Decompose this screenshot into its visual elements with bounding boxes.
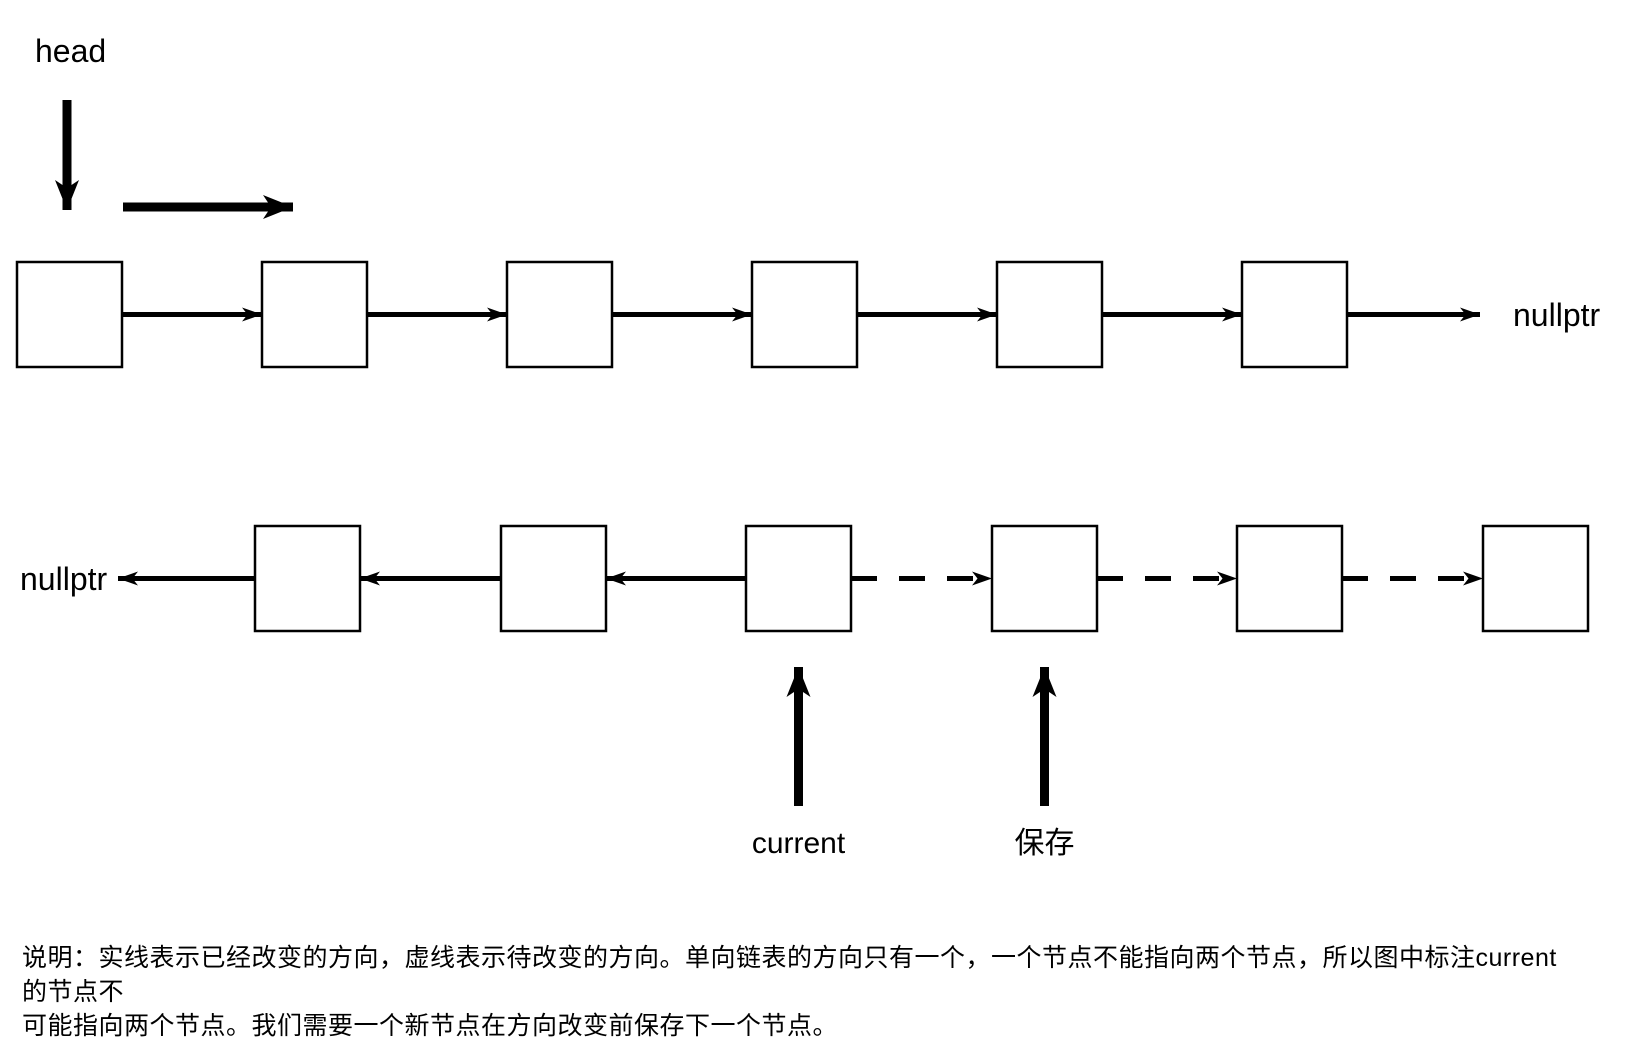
bottom-node-2	[499, 524, 608, 633]
bottom-node-4	[990, 524, 1099, 633]
pointer-annotations: current 保存	[752, 667, 1075, 860]
linked-list-diagram: head current 保存 nullptr nullptr	[15, 33, 1601, 860]
nullptr-right-label: nullptr	[1513, 297, 1601, 333]
caption: 说明：实线表示已经改变的方向，虚线表示待改变的方向。单向链表的方向只有一个，一个…	[22, 941, 1562, 1043]
head-pointer: head	[35, 33, 293, 219]
bottom-node-3	[744, 524, 853, 633]
top-node-5	[995, 260, 1104, 369]
top-node-1	[15, 260, 124, 369]
top-node-2	[260, 260, 369, 369]
nullptr-left-label: nullptr	[20, 561, 108, 597]
bottom-node-6	[1481, 524, 1590, 633]
caption-line-1: 说明：实线表示已经改变的方向，虚线表示待改变的方向。单向链表的方向只有一个，一个…	[22, 944, 1557, 1006]
head-label: head	[35, 33, 106, 69]
top-list-row	[15, 260, 1480, 369]
bottom-node-1	[253, 524, 362, 633]
current-label: current	[752, 827, 846, 860]
top-node-4	[750, 260, 859, 369]
bottom-node-5	[1235, 524, 1344, 633]
top-node-3	[505, 260, 614, 369]
bottom-list-row	[118, 524, 1590, 633]
caption-line-2: 可能指向两个节点。我们需要一个新节点在方向改变前保存下一个节点。	[22, 1012, 839, 1040]
save-label: 保存	[1015, 827, 1075, 860]
top-node-6	[1240, 260, 1349, 369]
